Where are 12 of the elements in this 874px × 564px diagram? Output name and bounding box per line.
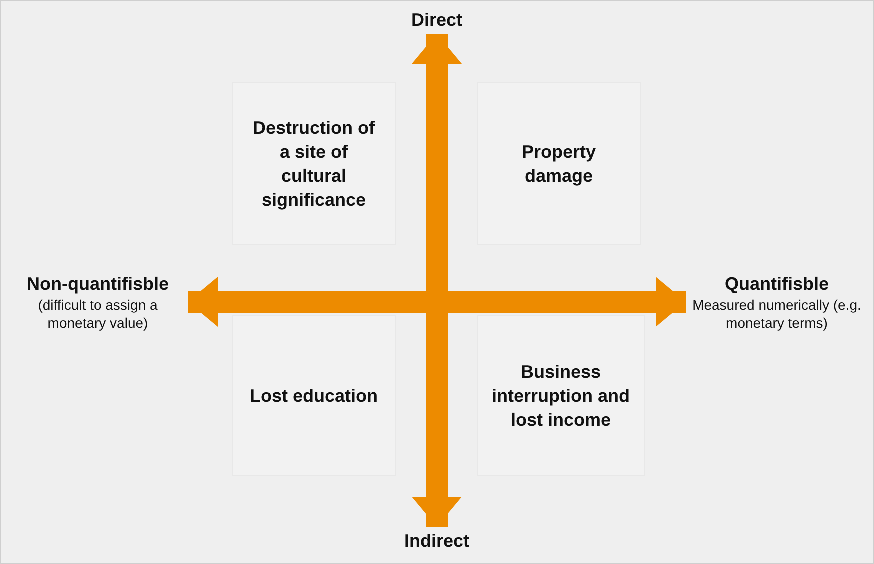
quadrant-label: Business interruption and lost income — [492, 360, 630, 432]
axis-description: Measured numerically (e.g. monetary terms) — [692, 296, 862, 332]
axis-title: Indirect — [404, 530, 470, 553]
quadrant-label: Destruction of a site of cultural significance — [252, 116, 376, 212]
axis-title: Quantifisble — [724, 273, 829, 296]
double-headed-arrow — [412, 34, 462, 527]
axis-title: Direct — [411, 9, 463, 32]
axis-title: Non-quantifisble — [27, 273, 169, 296]
quadrant-label: Property damage — [520, 140, 598, 188]
quadrant-label: Lost education — [250, 384, 378, 408]
axis-description: (difficult to assign a monetary value) — [37, 296, 159, 332]
double-headed-arrow — [188, 277, 686, 327]
